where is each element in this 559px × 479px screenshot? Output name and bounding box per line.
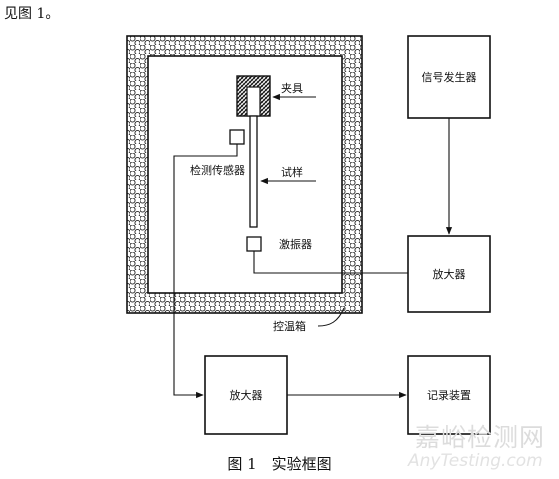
recorder-label: 记录装置 (427, 389, 471, 402)
sensor-to-amplifier-arrow (173, 144, 238, 399)
signal-generator-label: 信号发生器 (422, 70, 477, 84)
amplifier-to-exciter-line (253, 251, 408, 274)
specimen-label: 试样 (281, 165, 303, 179)
sensor-label: 检测传感器 (190, 163, 245, 177)
temperature-chamber (126, 35, 363, 314)
sensor-block (229, 129, 245, 145)
amplifier-right-box (407, 235, 491, 313)
watermark-en: AnyTesting.com (408, 451, 543, 471)
chamber-label: 控温箱 (273, 319, 306, 333)
fixture-label: 夹具 (281, 82, 303, 95)
signal-generator-box (407, 35, 491, 119)
amplifier-right-label: 放大器 (433, 267, 466, 281)
watermark-cn: 嘉峪检测网 (415, 423, 546, 452)
specimen-bar (249, 115, 258, 228)
recorder-box (407, 355, 491, 435)
exciter-block (246, 236, 262, 252)
chamber-leader (317, 307, 345, 327)
exciter-label: 激振器 (279, 237, 312, 251)
intro-text: 见图 1。 (4, 6, 60, 22)
amplifier-bottom-label: 放大器 (230, 388, 263, 402)
fixture (236, 75, 271, 117)
amplifier-bottom-box (204, 355, 288, 435)
figure-caption: 图 1 实验框图 (227, 455, 332, 473)
